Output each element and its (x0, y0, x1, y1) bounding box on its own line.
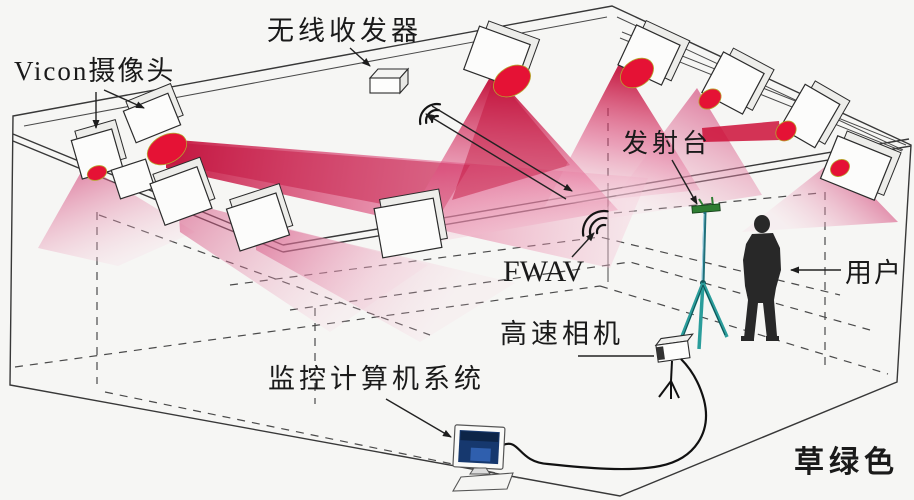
monitor-stand (469, 467, 491, 475)
beam-floor-2 (256, 222, 515, 342)
hs-tripod-leg (658, 380, 672, 398)
tripod-leg-line (680, 284, 704, 343)
tripod-leg (677, 282, 705, 345)
vicon-camera-unit (110, 158, 156, 200)
camera-lens (698, 88, 722, 110)
label-transmitter-station: 发射台 (622, 129, 712, 158)
camera-lens (830, 159, 850, 177)
hs-tripod-leg (670, 380, 680, 399)
transceiver-label-arrow (349, 47, 371, 67)
camera-lens (86, 165, 108, 181)
transmitter-head (691, 203, 721, 214)
camera-lens (620, 57, 654, 89)
beam-top-center-core (452, 75, 570, 200)
label-user: 用户 (845, 258, 903, 288)
camera-cable (502, 358, 708, 471)
label-wireless-transceiver: 无线收发器 (267, 16, 422, 46)
hs-camera-lens (656, 346, 665, 361)
label-high-speed-camera: 高速相机 (500, 319, 624, 349)
camera-lens (146, 132, 188, 166)
tripod-leg (697, 282, 705, 350)
floor-back-right-edge (599, 285, 889, 375)
fwav-label-arrow (571, 232, 595, 258)
tripod-leg (701, 282, 729, 338)
vicon-camera-unit (225, 182, 294, 252)
transmitter-station-tripod (677, 196, 729, 350)
vicon-camera-unit (373, 188, 448, 259)
camera-lens (775, 120, 797, 142)
monitoring-computer (452, 424, 514, 492)
room-outline (9, 5, 912, 497)
camera-lens (493, 64, 531, 98)
user-silhouette (741, 215, 781, 341)
label-vicon-camera: Vicon摄像头 (14, 56, 175, 86)
high-speed-camera-device (654, 333, 694, 399)
tripod-pole-highlight (701, 213, 705, 283)
beam-left-small (38, 165, 195, 266)
wireless-transceiver-device (368, 67, 410, 95)
beam-right-1 (598, 88, 762, 220)
watermark-green-text: 草绿色 (794, 446, 899, 479)
hs-tripod-pole (670, 360, 673, 382)
label-arrows (92, 47, 841, 438)
ir-beams (38, 62, 898, 342)
vicon-label-arrow (103, 89, 145, 109)
vicon-camera-unit (149, 156, 216, 226)
label-monitoring-computer-system: 监控计算机系统 (268, 364, 485, 394)
keyboard (452, 472, 514, 492)
transmitter-label-arrow (671, 159, 698, 205)
tripod-pole (701, 211, 707, 285)
label-fwav: FWAV (503, 255, 584, 288)
beam-thin-bar (702, 121, 781, 142)
vicon-camera-unit (819, 130, 902, 201)
tripod-leg-line (702, 284, 726, 336)
beam-right-2 (742, 158, 898, 232)
computer-label-arrow (385, 398, 452, 438)
wifi-signal-icon (581, 209, 609, 237)
bidirectional-link-arrow (425, 105, 573, 200)
floor-front-dash (104, 391, 521, 479)
